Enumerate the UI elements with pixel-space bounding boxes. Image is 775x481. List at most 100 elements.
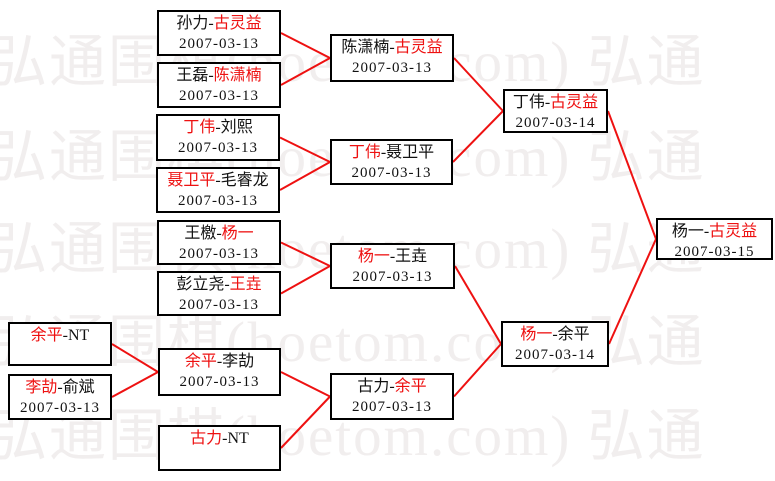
player2-name: 陈潇楠 — [213, 67, 262, 84]
versus-dash: - — [57, 379, 63, 396]
match-box: 丁伟-古灵益 2007-03-14 — [503, 89, 608, 133]
versus-dash: - — [544, 94, 551, 111]
match-date: 2007-03-13 — [179, 374, 260, 390]
player2-name: 古灵益 — [394, 39, 443, 56]
match-box: 陈潇楠-古灵益 2007-03-13 — [330, 34, 454, 82]
player2-name: 杨一 — [221, 225, 254, 242]
match-players: 余平-李劼 — [160, 352, 279, 372]
match-players: 余平-NT — [10, 326, 110, 346]
versus-dash: - — [222, 430, 228, 447]
player2-name: 王垚 — [229, 276, 262, 293]
match-box: 丁伟-刘熙 2007-03-13 — [156, 114, 280, 161]
versus-dash: - — [380, 144, 387, 161]
match-box: 孙力-古灵益 2007-03-13 — [157, 10, 281, 56]
match-date: 2007-03-13 — [179, 36, 259, 52]
versus-dash: - — [552, 326, 558, 343]
match-box: 李劼-俞斌 2007-03-13 — [8, 374, 112, 420]
versus-dash: - — [215, 119, 221, 136]
match-box: 杨一-余平 2007-03-14 — [501, 321, 609, 367]
match-box: 杨一-王垚 2007-03-13 — [330, 243, 455, 289]
player1-name: 李劼 — [25, 379, 58, 396]
player2-name: 刘熙 — [220, 119, 253, 136]
player2-name: 余平 — [557, 326, 590, 343]
player1-name: 王檄 — [184, 225, 217, 242]
match-box: 余平-李劼 2007-03-13 — [158, 348, 281, 396]
player1-name: 余平 — [30, 327, 63, 344]
player1-name: 古力 — [190, 430, 223, 447]
match-date: 2007-03-15 — [674, 244, 755, 260]
match-date: 2007-03-13 — [178, 193, 258, 209]
match-players: 古力-余平 — [332, 377, 452, 397]
match-date: 2007-03-13 — [351, 165, 432, 181]
match-date: 2007-03-14 — [515, 347, 595, 363]
match-box: 古力-余平 2007-03-13 — [330, 373, 454, 420]
player2-name: 古灵益 — [709, 223, 758, 240]
match-box: 王檄-杨一 2007-03-13 — [157, 220, 281, 265]
player2-name: 聂卫平 — [386, 144, 435, 161]
match-box: 丁伟-聂卫平 2007-03-13 — [330, 139, 453, 185]
player1-name: 余平 — [184, 353, 217, 370]
player1-name: 彭立尧 — [176, 276, 225, 293]
match-date: 2007-03-13 — [352, 399, 432, 415]
match-players: 丁伟-刘熙 — [158, 118, 278, 138]
match-players: 王檄-杨一 — [159, 224, 279, 244]
versus-dash: - — [389, 378, 395, 395]
match-players: 古力-NT — [160, 429, 279, 449]
player1-name: 丁伟 — [183, 119, 216, 136]
match-date: 2007-03-13 — [179, 246, 259, 262]
player1-name: 杨一 — [520, 326, 553, 343]
match-box: 彭立尧-王垚 2007-03-13 — [157, 271, 281, 316]
player2-name: 余平 — [394, 378, 427, 395]
match-box: 古力-NT — [158, 425, 281, 471]
match-players: 王磊-陈潇楠 — [159, 66, 279, 86]
match-date: 2007-03-13 — [179, 297, 259, 313]
player1-name: 丁伟 — [348, 144, 381, 161]
versus-dash: - — [216, 353, 223, 370]
versus-dash: - — [62, 327, 68, 344]
player2-name: 王垚 — [395, 248, 428, 265]
player2-name: NT — [227, 430, 249, 447]
match-date: 2007-03-13 — [178, 140, 258, 156]
player2-name: 李劼 — [222, 353, 255, 370]
player1-name: 丁伟 — [512, 94, 545, 111]
match-players: 丁伟-聂卫平 — [332, 143, 451, 163]
match-players: 李劼-俞斌 — [10, 378, 110, 398]
player2-name: 毛睿龙 — [220, 172, 269, 189]
versus-dash: - — [208, 67, 214, 84]
match-box: 王磊-陈潇楠 2007-03-13 — [157, 62, 281, 108]
match-date: 2007-03-13 — [179, 88, 259, 104]
match-players: 孙力-古灵益 — [159, 14, 279, 34]
match-players: 杨一-余平 — [503, 325, 607, 345]
player1-name: 聂卫平 — [167, 172, 216, 189]
player2-name: 俞斌 — [62, 379, 95, 396]
versus-dash: - — [703, 223, 710, 240]
versus-dash: - — [389, 39, 395, 56]
match-date: 2007-03-13 — [352, 269, 433, 285]
player2-name: 古灵益 — [550, 94, 599, 111]
match-players: 陈潇楠-古灵益 — [332, 38, 452, 58]
player1-name: 孙力 — [176, 15, 209, 32]
match-players: 丁伟-古灵益 — [505, 93, 606, 113]
match-date: 2007-03-13 — [352, 60, 432, 76]
match-players: 杨一-王垚 — [332, 247, 453, 267]
versus-dash: - — [224, 276, 230, 293]
versus-dash: - — [208, 15, 214, 32]
player1-name: 杨一 — [671, 223, 704, 240]
versus-dash: - — [215, 172, 221, 189]
match-players: 彭立尧-王垚 — [159, 275, 279, 295]
player2-name: NT — [68, 327, 90, 344]
match-players: 聂卫平-毛睿龙 — [158, 171, 278, 191]
player1-name: 杨一 — [357, 248, 390, 265]
match-date: 2007-03-13 — [20, 400, 100, 416]
match-box: 余平-NT — [8, 322, 112, 366]
player1-name: 陈潇楠 — [341, 39, 390, 56]
player1-name: 古力 — [357, 378, 390, 395]
match-box: 杨一-古灵益 2007-03-15 — [656, 218, 773, 260]
player2-name: 古灵益 — [213, 15, 262, 32]
match-box: 聂卫平-毛睿龙 2007-03-13 — [156, 167, 280, 213]
player1-name: 王磊 — [176, 67, 209, 84]
match-date: 2007-03-14 — [515, 115, 596, 131]
match-players: 杨一-古灵益 — [658, 222, 771, 242]
